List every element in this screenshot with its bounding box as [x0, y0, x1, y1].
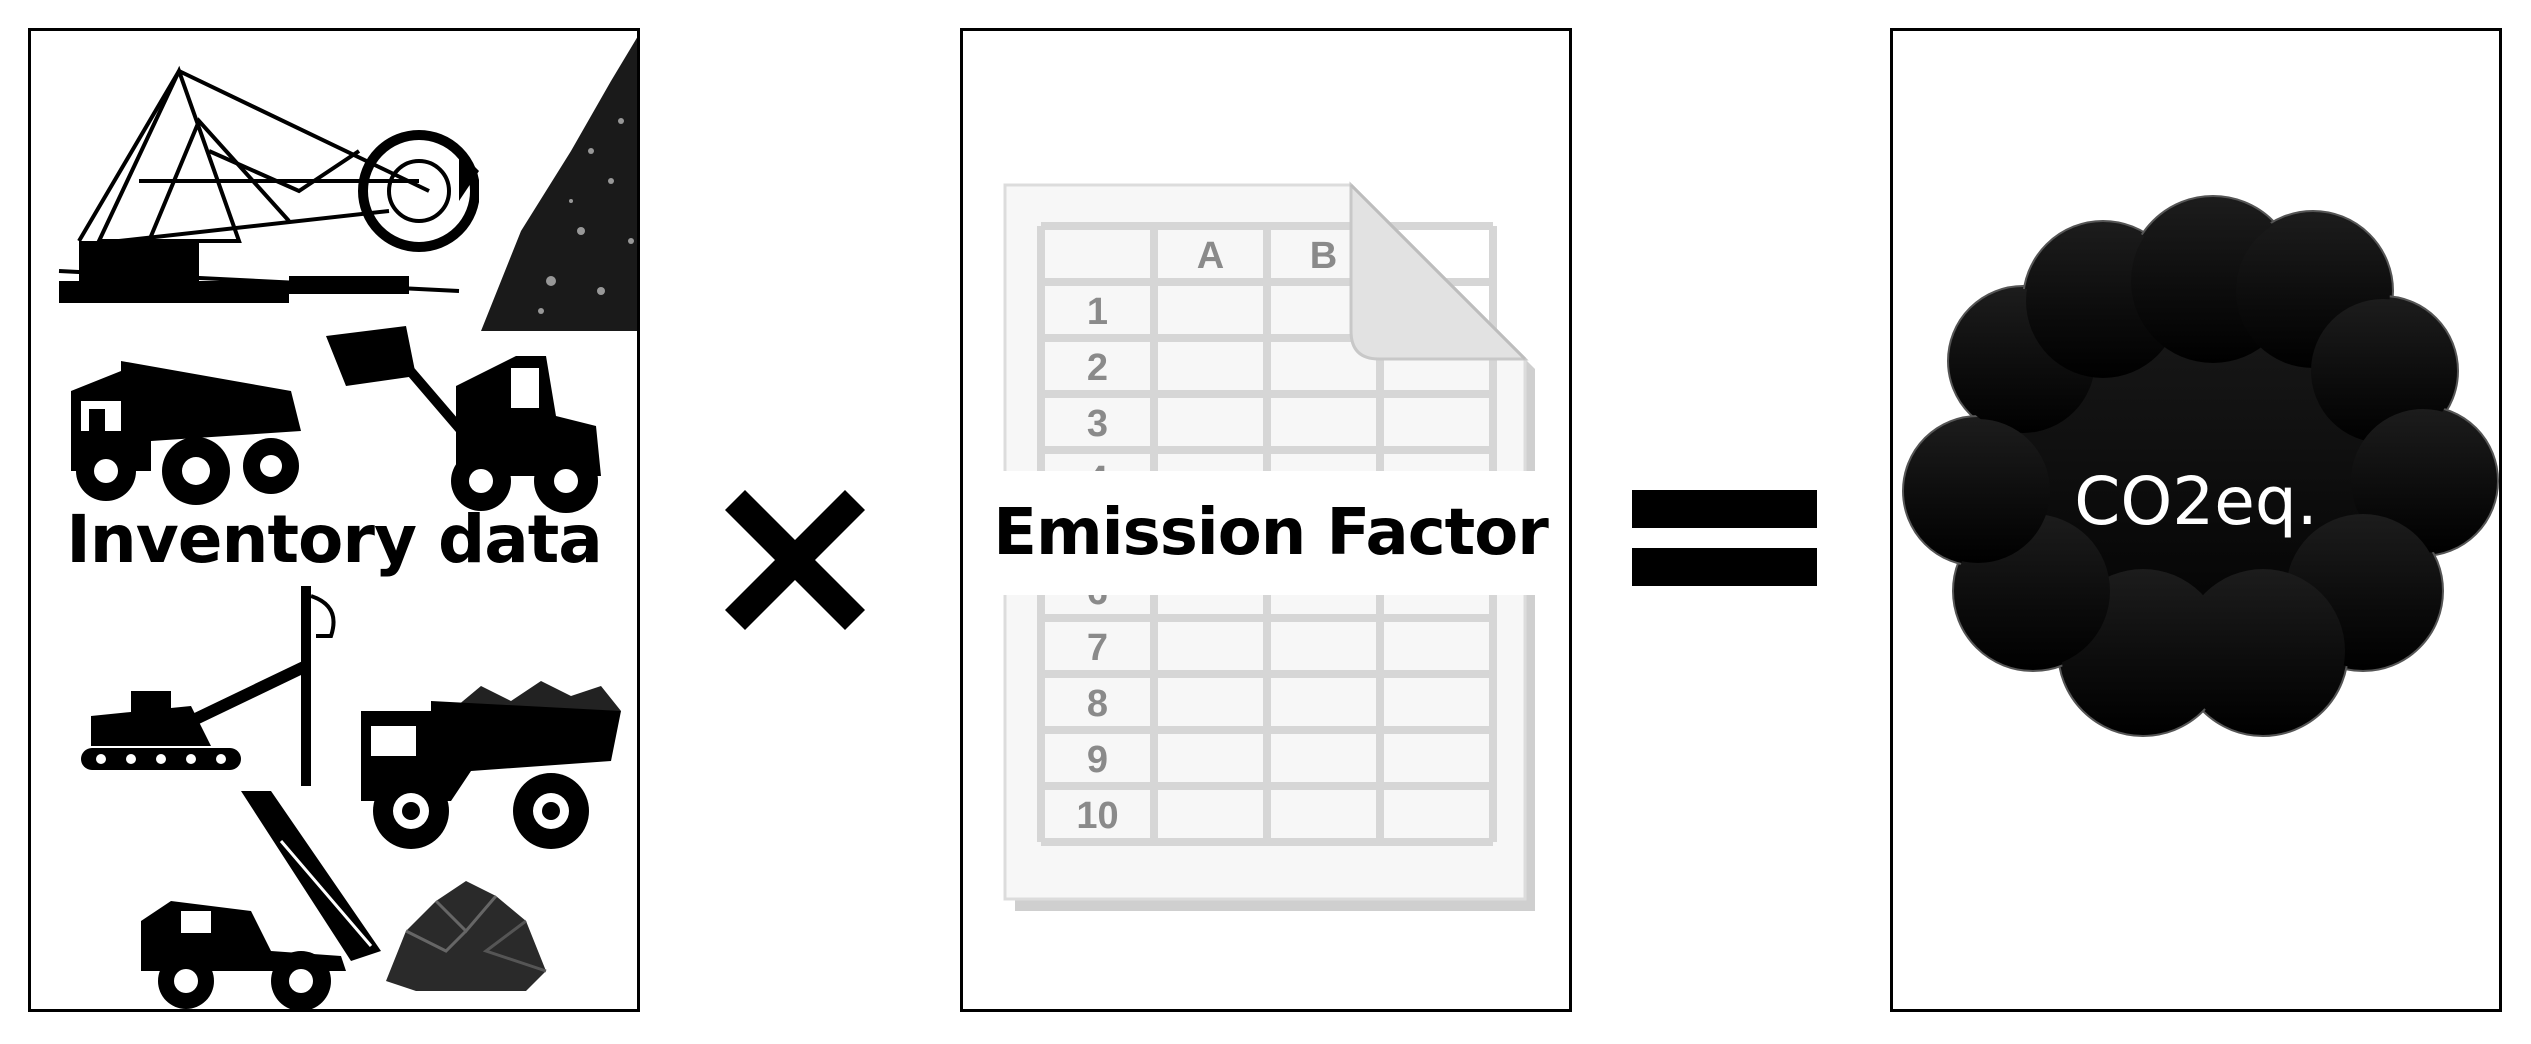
equals-icon — [1632, 490, 1817, 586]
sheet-row-header: 10 — [1076, 795, 1118, 837]
sheet-column-header: B — [1310, 235, 1337, 277]
multiply-icon — [725, 490, 865, 630]
sheet-column-header: A — [1197, 235, 1224, 277]
haul-truck-icon — [71, 361, 301, 505]
emission-factor-panel: AB12345678910 Emission Factor — [960, 28, 1572, 1012]
dump-truck-icon — [141, 791, 381, 1009]
sheet-row-header: 3 — [1087, 403, 1108, 445]
coal-lumps-icon — [386, 881, 547, 991]
sheet-row-header: 2 — [1087, 347, 1108, 389]
sheet-row-header: 9 — [1087, 739, 1108, 781]
loaded-haul-truck-icon — [361, 681, 621, 849]
coal-pile-icon — [481, 37, 637, 331]
emission-factor-banner: Emission Factor — [983, 471, 1558, 595]
sheet-row-header: 8 — [1087, 683, 1108, 725]
bucket-wheel-excavator-icon — [58, 65, 479, 303]
co2eq-panel: CO2eq. — [1890, 28, 2502, 1012]
sheet-fold-edge — [1349, 183, 1527, 361]
drill-rig-icon — [81, 586, 336, 786]
inventory-panel: Inventory data — [28, 28, 640, 1012]
emission-factor-label: Emission Factor — [993, 496, 1548, 570]
cloud-icon — [1902, 195, 2499, 737]
sheet-row-header: 7 — [1087, 627, 1108, 669]
wheel-loader-icon — [326, 326, 601, 513]
co2eq-label: CO2eq. — [2074, 463, 2318, 540]
sheet-row-header: 1 — [1087, 291, 1108, 333]
inventory-data-label: Inventory data — [66, 501, 603, 578]
